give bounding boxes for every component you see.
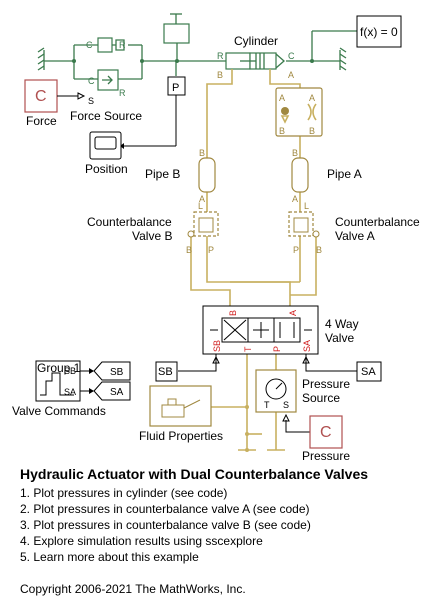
port-label: A <box>288 310 298 316</box>
port-label: T <box>243 346 253 352</box>
port-label: C <box>86 40 93 50</box>
from-sb-block[interactable]: SB <box>155 361 178 382</box>
port-label: T <box>264 400 270 410</box>
port-label: B <box>228 310 238 316</box>
copyright: Copyright 2006-2021 The MathWorks, Inc. <box>20 582 246 596</box>
pressure-source-label-line1: Pressure <box>302 377 350 391</box>
force-source-block[interactable]: C R S Force Source <box>70 69 142 123</box>
port-label: SB <box>64 366 76 376</box>
port-label: B <box>217 70 223 80</box>
port-label: B <box>309 126 315 136</box>
port-label: A <box>309 93 315 103</box>
hydraulic-connections <box>190 69 317 452</box>
port-label: B <box>292 148 298 158</box>
info-link-2[interactable]: 2. Plot pressures in counterbalance valv… <box>20 502 310 516</box>
cbv-a-label-line2: Valve A <box>335 229 375 243</box>
info-link-5[interactable]: 5. Learn more about this example <box>20 550 199 564</box>
cbv-a-label-line1: Counterbalance <box>335 215 420 229</box>
port-label: B <box>199 148 205 158</box>
port-label: P <box>293 245 299 255</box>
port-label: S <box>283 400 289 410</box>
info-link-1[interactable]: 1. Plot pressures in cylinder (see code) <box>20 486 228 500</box>
pipe-b-block[interactable]: B A Pipe B <box>145 148 216 204</box>
from-sa-label: SA <box>361 366 376 378</box>
mechanical-connections <box>37 30 357 80</box>
valve4-label-line2: Valve <box>325 331 354 345</box>
port-label: P <box>208 245 214 255</box>
signal-builder-block[interactable]: Group 1 SB SA Valve Commands <box>12 360 106 418</box>
fluid-properties-label: Fluid Properties <box>139 429 223 443</box>
port-label: P <box>272 346 282 352</box>
model-title: Hydraulic Actuator with Dual Counterbala… <box>20 466 369 482</box>
pressure-source-label-line2: Source <box>302 391 340 405</box>
counterbalance-valve-b-block[interactable]: L B P Counterbalance Valve B <box>87 201 219 255</box>
reference-block[interactable] <box>163 13 190 44</box>
port-label: C <box>88 76 95 86</box>
port-label: R <box>119 88 126 98</box>
port-label: SA <box>64 387 76 397</box>
pressure-label: Pressure <box>302 449 350 463</box>
port-label: S <box>88 96 94 106</box>
constant-c-icon: C <box>320 424 332 441</box>
valve-commands-label: Valve Commands <box>12 404 106 418</box>
goto-sa-label: SA <box>110 387 124 398</box>
position-label: Position <box>85 162 128 176</box>
port-label: C <box>288 51 295 61</box>
from-sa-block[interactable]: SA <box>356 361 382 382</box>
solver-configuration-block[interactable]: f(x) = 0 <box>356 15 402 48</box>
model-info-panel: Hydraulic Actuator with Dual Counterbala… <box>20 466 430 596</box>
port-label: A <box>279 93 285 103</box>
constant-c-icon: C <box>35 88 47 105</box>
spring-block[interactable]: C R <box>86 37 126 53</box>
pilot-check-valve-block[interactable]: A A B B <box>275 87 323 137</box>
pressure-constant-block[interactable]: C Pressure <box>302 415 350 463</box>
port-label: SB <box>212 340 222 352</box>
port-label: A <box>288 70 294 80</box>
from-sb-label: SB <box>158 366 173 378</box>
valve-command-signals <box>178 354 357 372</box>
force-label: Force <box>26 114 57 128</box>
pipe-a-block[interactable]: B A Pipe A <box>291 148 362 204</box>
pressure-source-block[interactable]: T S Pressure Source <box>255 369 350 433</box>
counterbalance-valve-a-block[interactable]: L P B Counterbalance Valve A <box>288 201 420 255</box>
port-label: B <box>316 245 322 255</box>
info-link-4[interactable]: 4. Explore simulation results using ssce… <box>20 534 263 548</box>
port-label: R <box>217 51 224 61</box>
port-label: A <box>199 194 205 204</box>
port-label: B <box>186 245 192 255</box>
cylinder-block[interactable]: Cylinder R C B A <box>217 34 295 80</box>
position-goto[interactable]: P <box>120 76 186 149</box>
group1-label: Group 1 <box>37 361 81 375</box>
info-link-3[interactable]: 3. Plot pressures in counterbalance valv… <box>20 518 311 532</box>
four-way-valve-block[interactable]: B A SB T P SA 4 Way Valve <box>202 305 359 355</box>
cylinder-label: Cylinder <box>234 34 278 48</box>
valve4-label-line1: 4 Way <box>325 317 359 331</box>
fx-label: f(x) = 0 <box>360 25 398 39</box>
port-label: L <box>304 201 309 211</box>
force-source-label: Force Source <box>70 109 142 123</box>
pipe-a-label: Pipe A <box>327 167 362 181</box>
force-constant-block[interactable]: C Force <box>24 79 86 128</box>
port-label: R <box>119 40 126 50</box>
goto-sa-block[interactable]: SA <box>93 381 131 401</box>
pipe-b-label: Pipe B <box>145 167 180 181</box>
cbv-b-label-line1: Counterbalance <box>87 215 172 229</box>
port-label: A <box>292 194 298 204</box>
port-label: SA <box>302 340 312 352</box>
port-label: B <box>279 126 285 136</box>
port-label: L <box>198 201 203 211</box>
cbv-b-label-line2: Valve B <box>132 229 172 243</box>
fluid-properties-block[interactable]: Fluid Properties <box>139 385 223 443</box>
goto-sb-label: SB <box>110 367 124 378</box>
position-scope-block[interactable]: Position <box>85 131 128 176</box>
goto-sb-block[interactable]: SB <box>93 361 131 381</box>
goto-p-label: P <box>172 82 179 94</box>
